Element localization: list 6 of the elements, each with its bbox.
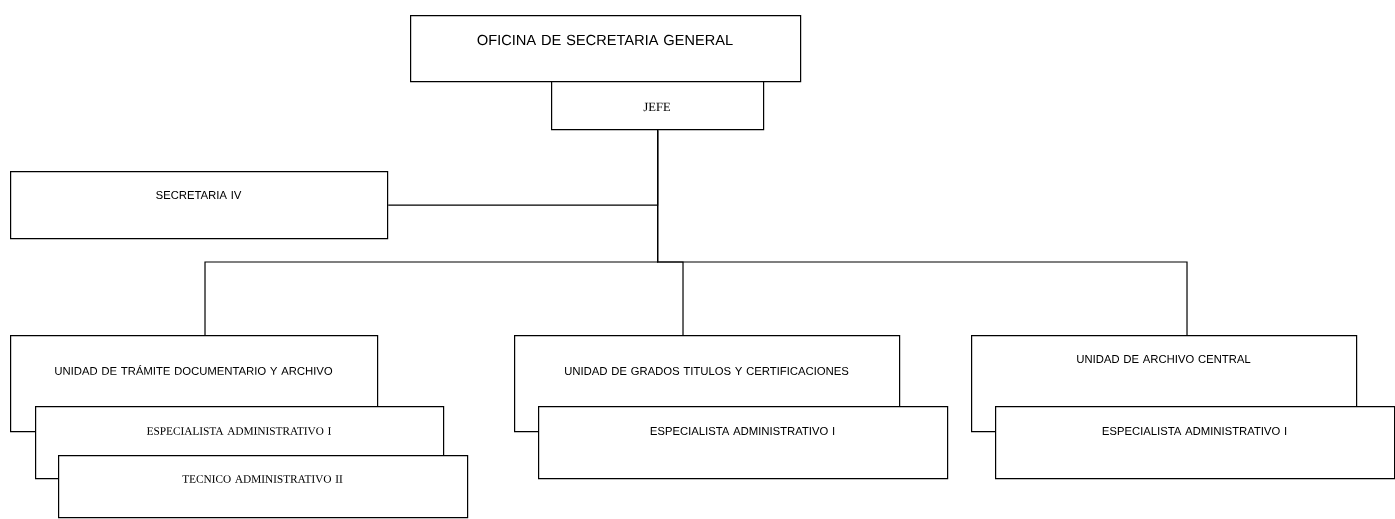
org-box: JEFE	[551, 81, 765, 131]
org-box: TECNICO ADMINISTRATIVO II	[58, 455, 469, 519]
connector-line	[657, 129, 1188, 336]
org-box: ESPECIALISTA ADMINISTRATIVO I	[995, 406, 1395, 480]
org-box: ESPECIALISTA ADMINISTRATIVO I	[538, 406, 949, 480]
org-box: SECRETARIA IV	[10, 171, 389, 240]
